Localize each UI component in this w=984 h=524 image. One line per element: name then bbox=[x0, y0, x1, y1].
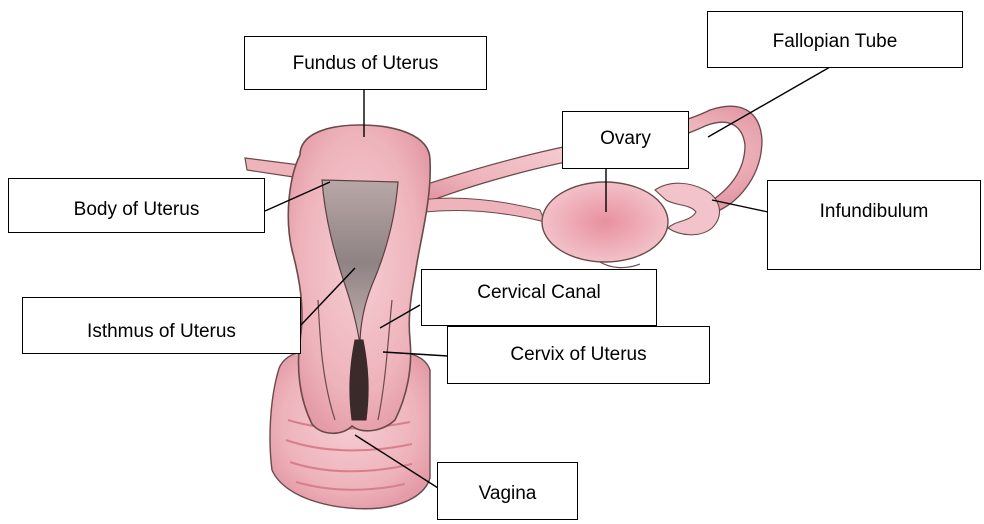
label-infundibulum: Infundibulum bbox=[767, 180, 981, 270]
left-fallopian-tube bbox=[245, 158, 300, 178]
label-ovary: Ovary bbox=[562, 111, 689, 169]
cervical-canal-shape bbox=[350, 340, 368, 420]
label-isthmus: Isthmus of Uterus bbox=[22, 297, 301, 354]
label-cervical-canal: Cervical Canal bbox=[421, 269, 657, 326]
label-fundus: Fundus of Uterus bbox=[244, 36, 487, 90]
ovarian-ligament bbox=[420, 198, 545, 222]
ovary-hilum bbox=[600, 262, 640, 268]
label-fallopian-tube: Fallopian Tube bbox=[707, 11, 963, 68]
label-body: Body of Uterus bbox=[8, 178, 265, 233]
label-cervix: Cervix of Uterus bbox=[447, 326, 710, 384]
label-vagina: Vagina bbox=[437, 462, 578, 520]
ovary-shape bbox=[542, 182, 668, 262]
